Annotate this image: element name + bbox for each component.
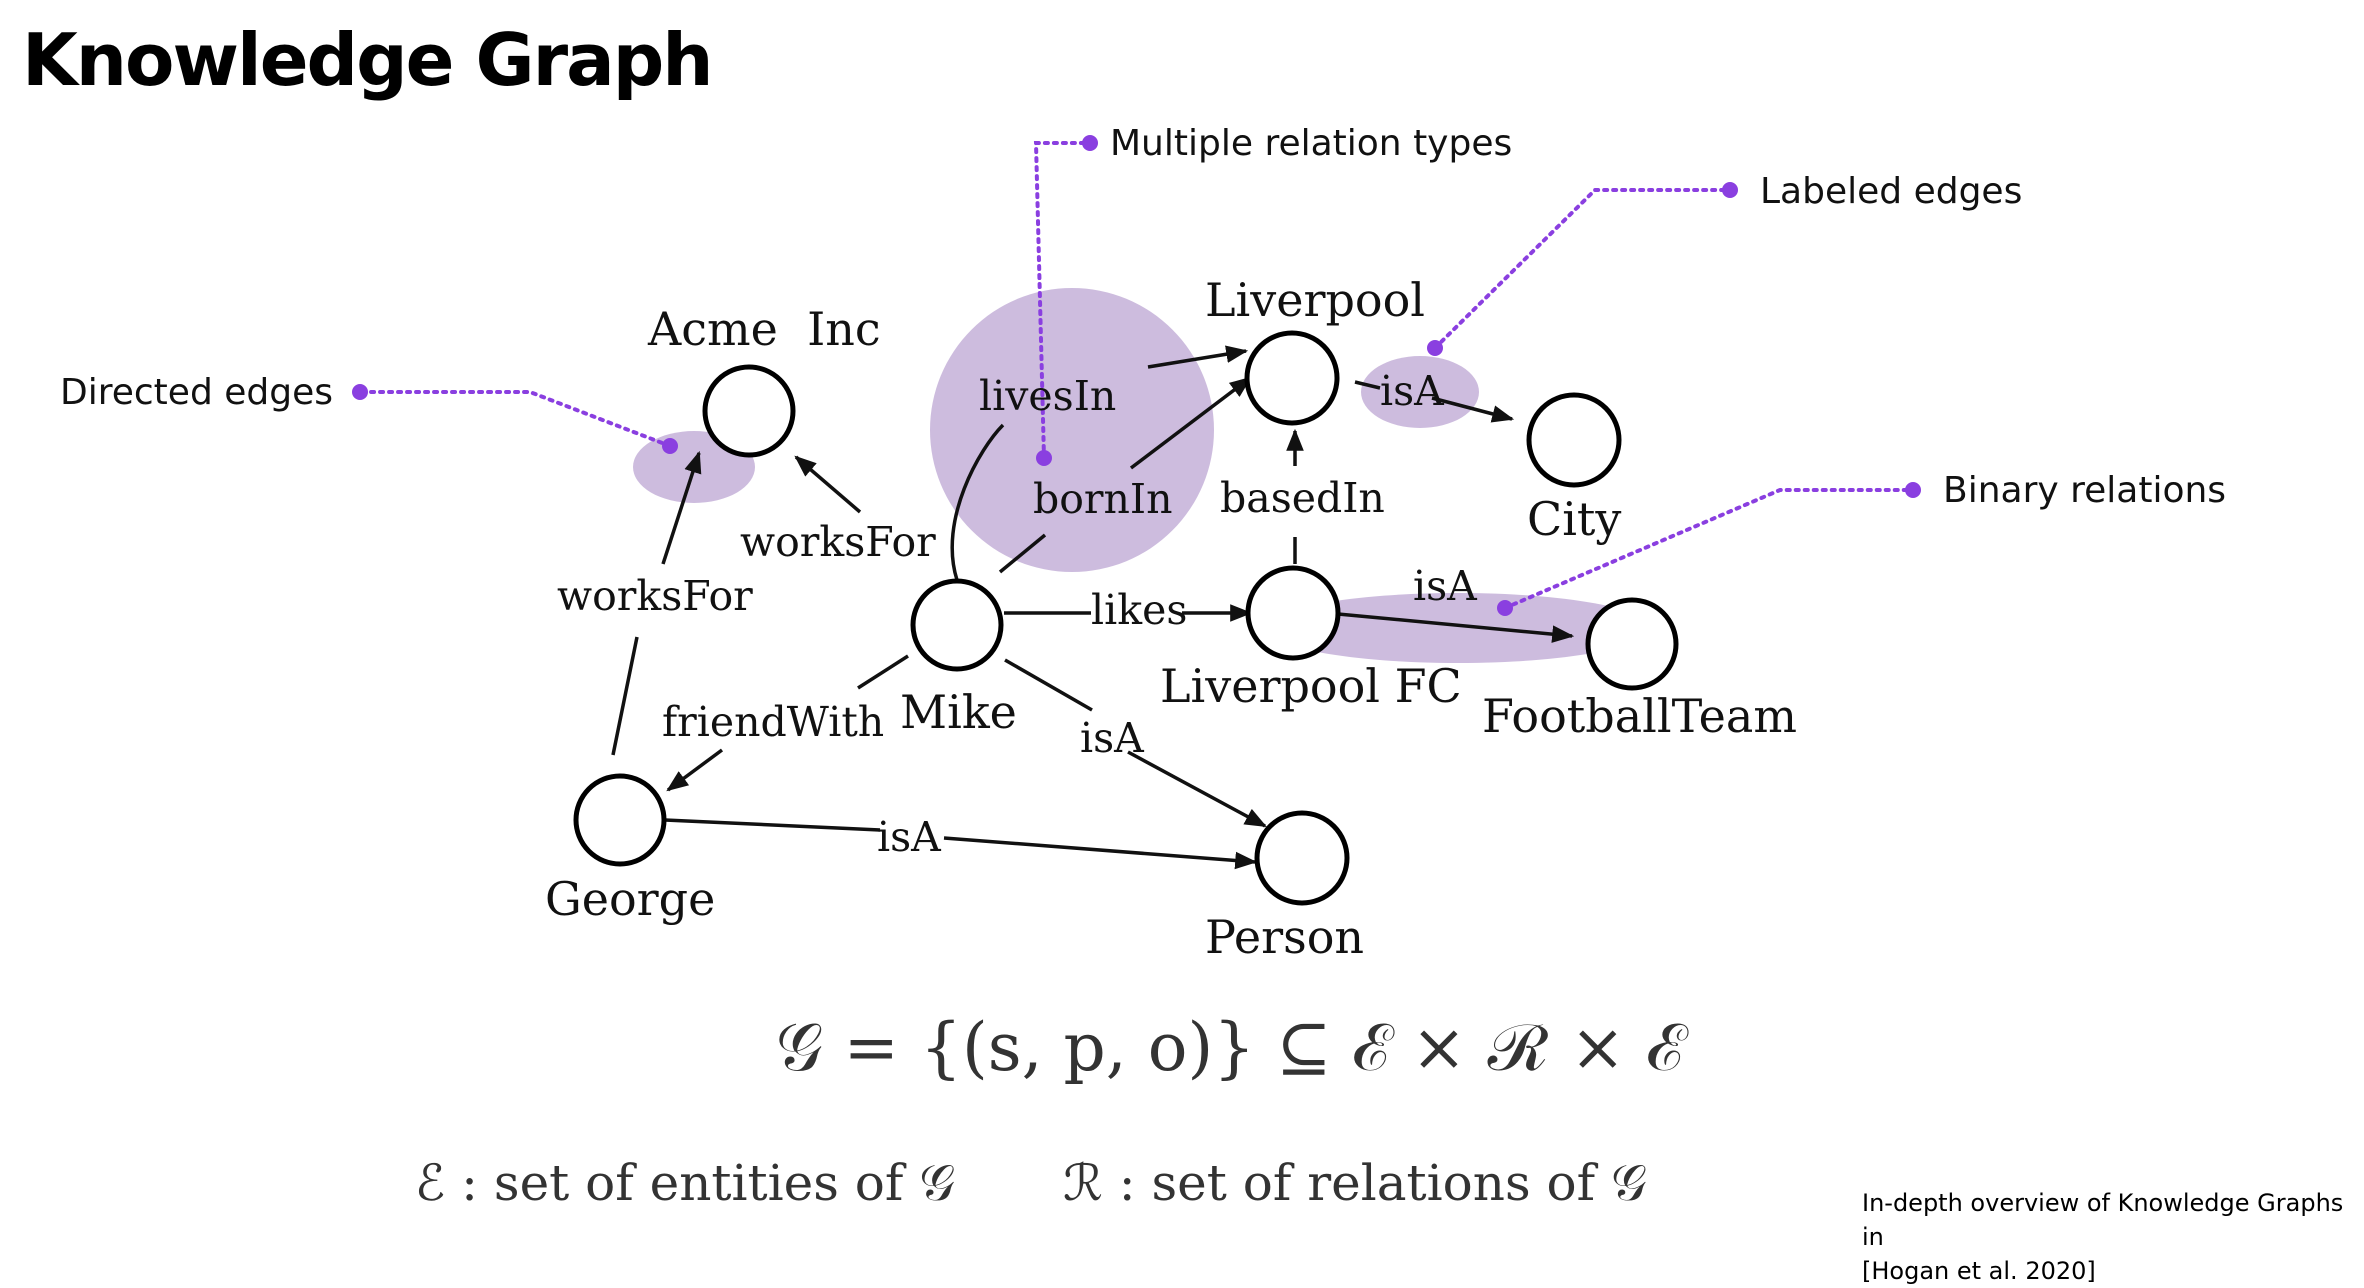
- edge-mike-friend-with-upper: [857, 654, 909, 690]
- callout-directed-edges: Directed edges: [60, 372, 333, 413]
- connector-labeled-edges: [1433, 188, 1732, 350]
- highlight-multiple-relations: [930, 288, 1214, 572]
- dot-multiple-relation-types-end: [1082, 135, 1098, 151]
- nodes: [573, 330, 1679, 906]
- dot-labeled-edges-end: [1722, 182, 1738, 198]
- label-liverpool: Liverpool: [1205, 273, 1425, 327]
- node-labels: Acme Inc Liverpool City Mike Liverpool F…: [545, 273, 1797, 964]
- edge-george-is-a-left: [664, 818, 881, 832]
- label-is-a-liverpool-fc: isA: [1413, 562, 1478, 610]
- label-works-for-mike: worksFor: [740, 518, 936, 566]
- callout-binary-relations: Binary relations: [1943, 470, 2226, 511]
- edge-liverpool-is-a-left: [1354, 380, 1381, 390]
- label-city: City: [1527, 492, 1621, 546]
- edge-born-in-arrow: [1129, 376, 1252, 470]
- node-liverpool-fc: [1245, 565, 1341, 661]
- label-football-team: FootballTeam: [1482, 689, 1797, 743]
- citation-line-1: In-depth overview of Knowledge Graphs in: [1862, 1189, 2344, 1251]
- formula-main: 𝒢 = {(s, p, o)} ⊆ ℰ × ℛ × ℰ: [776, 1009, 1690, 1086]
- node-george: [573, 773, 667, 867]
- label-likes: likes: [1091, 586, 1187, 634]
- edge-george-is-a-right: [943, 836, 1258, 870]
- dot-labeled-edges-start: [1427, 340, 1443, 356]
- label-friend-with: friendWith: [662, 698, 884, 746]
- highlight-labeled-edge: [1361, 356, 1479, 428]
- label-is-a-mike: isA: [1080, 714, 1145, 762]
- label-george: George: [545, 872, 715, 926]
- callout-dots: [352, 135, 1921, 616]
- label-acme-inc: Acme Inc: [647, 302, 881, 356]
- edge-mike-is-a-upper: [1004, 658, 1093, 712]
- label-person: Person: [1205, 910, 1364, 964]
- formula-entities: ℰ : set of entities of 𝒢: [415, 1154, 955, 1212]
- edge-george-works-for-upper: [661, 450, 702, 565]
- dot-multiple-relation-types-start: [1036, 450, 1052, 466]
- connector-binary-relations: [1503, 488, 1915, 610]
- citation-line-2: [Hogan et al. 2020]: [1862, 1257, 2096, 1285]
- node-acme-inc: [702, 364, 796, 458]
- edges: [611, 345, 1575, 870]
- label-based-in: basedIn: [1220, 474, 1385, 522]
- edge-mike-friend-with-lower: [666, 748, 724, 792]
- formula: 𝒢 = {(s, p, o)} ⊆ ℰ × ℛ × ℰ ℰ : set of e…: [415, 1009, 1689, 1212]
- edge-george-works-for: [611, 636, 639, 756]
- connector-multiple-relation-types: [1033, 141, 1088, 460]
- citation: In-depth overview of Knowledge Graphs in…: [1862, 1186, 2364, 1288]
- dot-directed-edges-start: [662, 438, 678, 454]
- edge-mike-lives-in: [950, 423, 1005, 581]
- edge-mike-works-for: [794, 455, 862, 514]
- connector-directed-edges: [358, 390, 672, 448]
- node-person: [1254, 810, 1350, 906]
- page-title: Knowledge Graph: [22, 18, 714, 102]
- label-is-a-george: isA: [877, 813, 942, 861]
- callout-labeled-edges: Labeled edges: [1760, 171, 2022, 212]
- label-mike: Mike: [900, 685, 1017, 739]
- formula-relations: ℛ : set of relations of 𝒢: [1063, 1154, 1647, 1212]
- highlight-binary-relation: [1265, 593, 1651, 663]
- callout-labels: Multiple relation types Labeled edges Di…: [60, 123, 2226, 511]
- dot-directed-edges-end: [352, 384, 368, 400]
- callout-multiple-relation-types: Multiple relation types: [1110, 123, 1512, 164]
- label-is-a-liverpool: isA: [1380, 367, 1445, 415]
- edge-mike-born-in-lower: [998, 533, 1047, 574]
- callout-connectors: [358, 141, 1915, 610]
- label-works-for-george: worksFor: [557, 572, 753, 620]
- node-liverpool: [1244, 330, 1340, 426]
- edge-mike-is-a-lower: [1127, 750, 1267, 828]
- edge-liverpool-is-a-right: [1431, 396, 1515, 423]
- label-liverpool-fc: Liverpool FC: [1160, 659, 1462, 713]
- edge-lives-in-arrow: [1147, 345, 1249, 369]
- node-football-team: [1585, 597, 1679, 691]
- node-city: [1526, 392, 1622, 488]
- dot-binary-relations-start: [1497, 600, 1513, 616]
- label-lives-in: livesIn: [979, 372, 1116, 420]
- dot-binary-relations-end: [1905, 482, 1921, 498]
- label-born-in: bornIn: [1033, 475, 1173, 523]
- edge-liverpool-fc-is-a: [1337, 612, 1575, 643]
- node-mike: [910, 578, 1004, 672]
- edge-labels: worksFor worksFor livesIn bornIn basedIn…: [557, 367, 1478, 861]
